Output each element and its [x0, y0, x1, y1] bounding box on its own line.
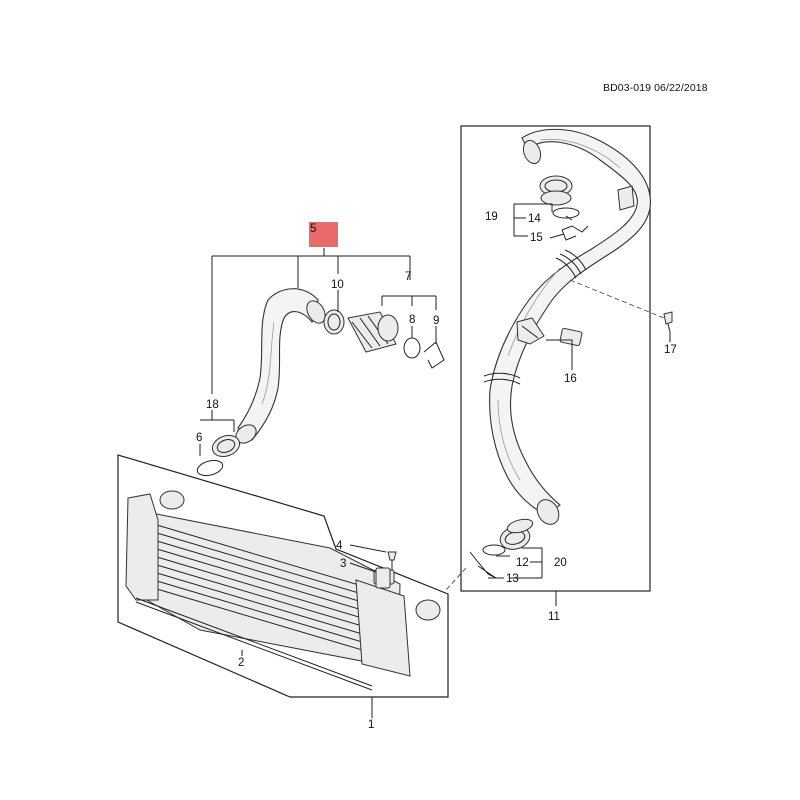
callout-8[interactable]: 8 — [409, 314, 415, 326]
callout-20[interactable]: 20 — [554, 557, 567, 569]
callout-18[interactable]: 18 — [206, 399, 219, 411]
callout-2[interactable]: 2 — [238, 657, 244, 669]
mounting-clip[interactable] — [516, 317, 545, 345]
clip-insert[interactable] — [559, 327, 583, 347]
top-retaining-clip[interactable] — [561, 225, 589, 241]
callout-labels: 5 10 7 8 9 18 6 4 3 2 1 11 19 14 15 16 1… — [196, 211, 677, 731]
hose-coupler-clamp[interactable] — [323, 309, 345, 335]
callout-5[interactable]: 5 — [310, 223, 316, 235]
bottom-o-ring[interactable] — [482, 544, 506, 556]
clamp-o-ring[interactable] — [196, 458, 225, 478]
callout-14[interactable]: 14 — [528, 213, 541, 225]
callout-leaders — [199, 203, 671, 718]
callout-16[interactable]: 16 — [564, 373, 577, 385]
outlet-alignment-line — [445, 567, 467, 591]
intercooler-assembly-frame — [117, 454, 449, 698]
screw[interactable] — [387, 551, 397, 561]
callout-9[interactable]: 9 — [433, 315, 439, 327]
bolt-17-alignment-line — [569, 279, 665, 319]
intercooler-inlet-hose[interactable] — [232, 288, 329, 447]
document-reference: BD03-019 06/22/2018 — [603, 82, 708, 94]
callout-4[interactable]: 4 — [336, 540, 343, 552]
top-o-ring[interactable] — [552, 207, 580, 219]
callout-17[interactable]: 17 — [664, 344, 677, 356]
bottom-coupler[interactable] — [498, 517, 534, 553]
intercooler-core[interactable] — [125, 490, 441, 677]
callout-12[interactable]: 12 — [516, 557, 529, 569]
quick-connector[interactable] — [347, 311, 399, 353]
connector-o-ring[interactable] — [403, 337, 421, 359]
callout-15[interactable]: 15 — [530, 232, 543, 244]
callout-5-highlight[interactable] — [309, 222, 338, 247]
callout-11[interactable]: 11 — [548, 611, 560, 623]
pressure-sensor[interactable] — [375, 567, 391, 589]
callout-6[interactable]: 6 — [196, 432, 202, 444]
callout-13[interactable]: 13 — [506, 573, 519, 585]
callout-3[interactable]: 3 — [340, 558, 346, 570]
callout-10[interactable]: 10 — [331, 279, 344, 291]
bottom-retaining-clip[interactable] — [469, 551, 497, 579]
hose-clamp[interactable] — [209, 432, 242, 460]
intercooler-seal-strip[interactable] — [135, 597, 373, 691]
callout-7[interactable]: 7 — [405, 271, 411, 283]
callout-1[interactable]: 1 — [368, 719, 374, 731]
connector-retaining-clip[interactable] — [423, 341, 445, 369]
callout-19[interactable]: 19 — [485, 211, 498, 223]
bolt[interactable] — [663, 311, 673, 333]
top-coupler[interactable] — [539, 175, 573, 206]
